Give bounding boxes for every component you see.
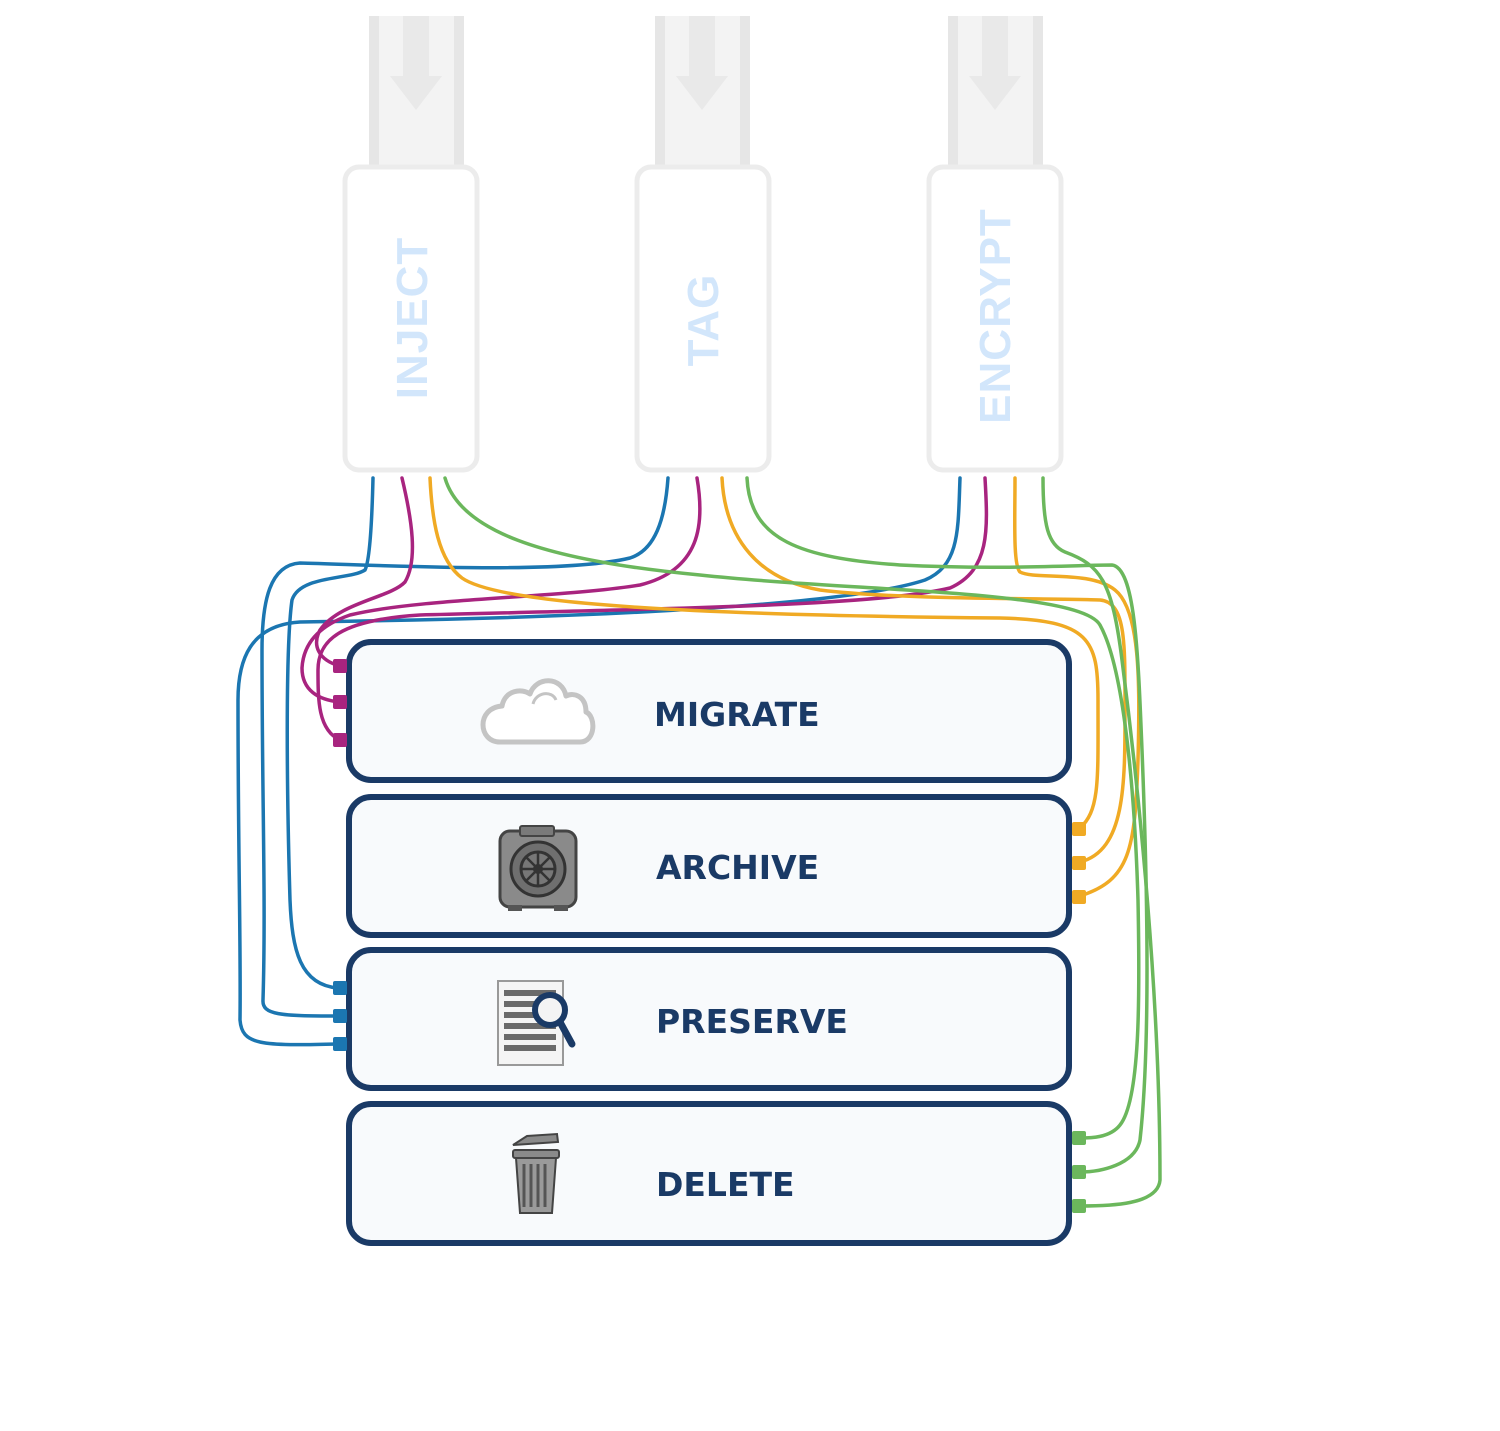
connector-ports [1072, 822, 1086, 904]
wire-inject-migrate [314, 476, 415, 668]
action-label-archive: ARCHIVE [656, 848, 819, 887]
wire-inject-archive [428, 476, 1100, 830]
document-search-icon [497, 980, 576, 1066]
connector-ports [333, 981, 347, 1051]
down-arrow-icon [969, 16, 1021, 110]
connector-ports [1072, 1131, 1086, 1213]
source-plug-inject[interactable]: INJECT [342, 16, 480, 473]
wire-encrypt-delete [1041, 476, 1162, 1208]
action-box-delete[interactable]: DELETE [346, 1101, 1086, 1246]
source-plug-tag[interactable]: TAG [634, 16, 772, 473]
action-box-migrate[interactable]: MIGRATE [333, 639, 1072, 783]
wire-encrypt-migrate [316, 476, 989, 742]
down-arrow-icon [676, 16, 728, 110]
wire-tag-archive [720, 476, 1127, 864]
source-label-tag: TAG [679, 274, 728, 367]
action-box-preserve[interactable]: PRESERVE [333, 947, 1072, 1091]
wire-tag-delete [745, 476, 1149, 1174]
wires [236, 476, 1162, 1208]
action-label-delete: DELETE [656, 1165, 795, 1204]
source-label-inject: INJECT [388, 237, 437, 399]
wire-tag-preserve [260, 476, 670, 1018]
down-arrow-icon [390, 16, 442, 110]
source-plug-encrypt[interactable]: ENCRYPT [926, 16, 1064, 473]
cloud-icon [480, 678, 596, 745]
action-label-preserve: PRESERVE [656, 1002, 848, 1041]
wire-inject-delete [443, 476, 1141, 1140]
connector-ports [333, 659, 347, 747]
source-label-encrypt: ENCRYPT [971, 208, 1020, 424]
wire-encrypt-preserve [236, 476, 962, 1047]
action-box-archive[interactable]: ARCHIVE [346, 794, 1086, 938]
wire-tag-migrate [300, 476, 702, 704]
trash-icon [512, 1132, 560, 1214]
action-label-migrate: MIGRATE [654, 695, 820, 734]
vault-icon [498, 825, 578, 911]
